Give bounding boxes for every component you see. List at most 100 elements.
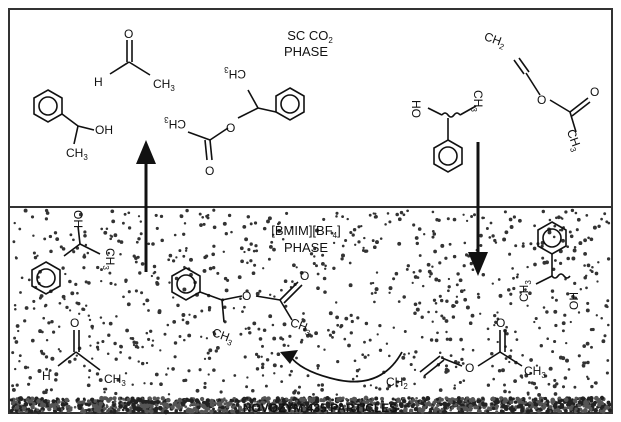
ionic-liquid-dot (336, 323, 340, 327)
ionic-liquid-dot (208, 266, 213, 271)
ionic-liquid-dot (103, 230, 108, 235)
ionic-liquid-dot (395, 380, 399, 384)
ionic-liquid-dot (431, 235, 435, 239)
ionic-liquid-dot (114, 357, 118, 361)
ionic-liquid-dot (395, 212, 399, 217)
ionic-liquid-dot (105, 227, 109, 230)
enzyme-particle (29, 409, 34, 414)
ionic-liquid-dot (347, 343, 351, 348)
ionic-liquid-dot (606, 299, 610, 303)
ionic-liquid-dot (590, 384, 594, 389)
ionic-liquid-dot (36, 254, 39, 257)
ionic-liquid-dot (239, 332, 243, 336)
enzyme-particle (126, 401, 131, 407)
ionic-liquid-dot (154, 213, 158, 217)
ionic-liquid-dot (290, 226, 293, 229)
ionic-liquid-dot (201, 215, 205, 219)
racemic-phenylethanol-lower: CH3 OH (517, 221, 581, 310)
ionic-liquid-dot (260, 365, 265, 370)
enzyme-particle (499, 409, 504, 413)
ionic-liquid-dot (402, 377, 406, 381)
ionic-liquid-dot (508, 360, 511, 364)
ionic-liquid-dot (27, 278, 31, 282)
ionic-liquid-dot (251, 388, 255, 393)
enzyme-particle (580, 397, 584, 401)
enzyme-particle (365, 400, 369, 404)
ionic-liquid-dot (558, 228, 562, 232)
ionic-liquid-dot (454, 365, 458, 369)
enzyme-particle (499, 396, 503, 400)
ionic-liquid-dot (512, 215, 516, 219)
ionic-liquid-dot (479, 312, 482, 315)
racemic-phenylethanol-upper: HO CH3 (409, 90, 485, 173)
ionic-liquid-dot (529, 371, 533, 375)
ionic-liquid-dot (452, 217, 457, 222)
ionic-liquid-dot (309, 252, 314, 256)
ionic-liquid-dot (589, 237, 594, 242)
ionic-liquid-dot (115, 315, 118, 318)
ionic-liquid-dot (132, 340, 136, 345)
enzyme-particle (289, 400, 293, 403)
enzyme-particle (47, 406, 52, 412)
ionic-liquid-dot (252, 249, 256, 253)
ionic-liquid-dot (270, 240, 274, 244)
ionic-liquid-dot (542, 306, 546, 309)
ionic-liquid-dot (248, 331, 252, 335)
ionic-liquid-dot (285, 211, 289, 215)
ionic-liquid-dot (412, 270, 416, 274)
ionic-liquid-dot (459, 337, 463, 342)
svg-text:HO: HO (409, 100, 423, 118)
enzyme-particle (297, 401, 301, 405)
ionic-liquid-dot (152, 272, 156, 275)
enzyme-particle (591, 404, 595, 409)
ionic-liquid-dot (553, 378, 557, 383)
enzyme-particle (95, 408, 101, 413)
ionic-liquid-dot (335, 215, 338, 218)
ionic-liquid-dot (553, 309, 558, 314)
enzyme-particle (123, 401, 127, 405)
ionic-liquid-dot (323, 348, 326, 351)
enzyme-particle (460, 396, 465, 401)
enzyme-particle (338, 402, 344, 408)
ionic-liquid-dot (465, 219, 469, 223)
enzyme-particle (451, 406, 455, 410)
ionic-liquid-dot (479, 233, 483, 238)
acetaldehyde-lower: O H CH3 (42, 316, 126, 388)
ionic-liquid-dot (241, 310, 244, 313)
ionic-liquid-dot (173, 233, 177, 237)
ionic-liquid-dot (534, 386, 538, 390)
arrow-down-to-ionic (468, 142, 488, 276)
ionic-liquid-dot (564, 210, 568, 214)
ionic-liquid-dot (579, 288, 583, 291)
ionic-liquid-dot (412, 355, 416, 359)
ionic-liquid-dot (514, 330, 517, 334)
ionic-liquid-dot (203, 381, 207, 385)
ionic-liquid-dot (172, 320, 177, 324)
enzyme-particle (537, 409, 541, 414)
enzyme-particle (234, 407, 238, 410)
ionic-liquid-dot (586, 263, 591, 268)
ionic-liquid-dot (426, 262, 431, 267)
enzyme-particle (99, 395, 104, 401)
ionic-liquid-dot (224, 232, 228, 236)
enzyme-particle (559, 410, 563, 413)
enzyme-particle (436, 410, 440, 414)
ionic-liquid-dot (272, 247, 276, 252)
ionic-liquid-dot (560, 228, 564, 232)
ionic-liquid-dot (445, 299, 449, 303)
enzyme-particle (495, 410, 499, 414)
ionic-liquid-dot (385, 342, 389, 345)
enzyme-particle (336, 399, 340, 403)
ionic-liquid-dot (595, 314, 598, 317)
ionic-liquid-dot (287, 344, 290, 347)
enzyme-particle (55, 397, 59, 401)
ionic-liquid-dot (445, 337, 449, 341)
ionic-liquid-dot (297, 385, 302, 389)
enzyme-particle (269, 402, 273, 406)
ionic-liquid-dot (461, 362, 465, 365)
enzyme-particle (260, 400, 265, 406)
ionic-liquid-dot (184, 249, 188, 252)
enzyme-particle (583, 403, 589, 409)
enzyme-particle (447, 406, 450, 409)
enzyme-particle (607, 402, 612, 407)
